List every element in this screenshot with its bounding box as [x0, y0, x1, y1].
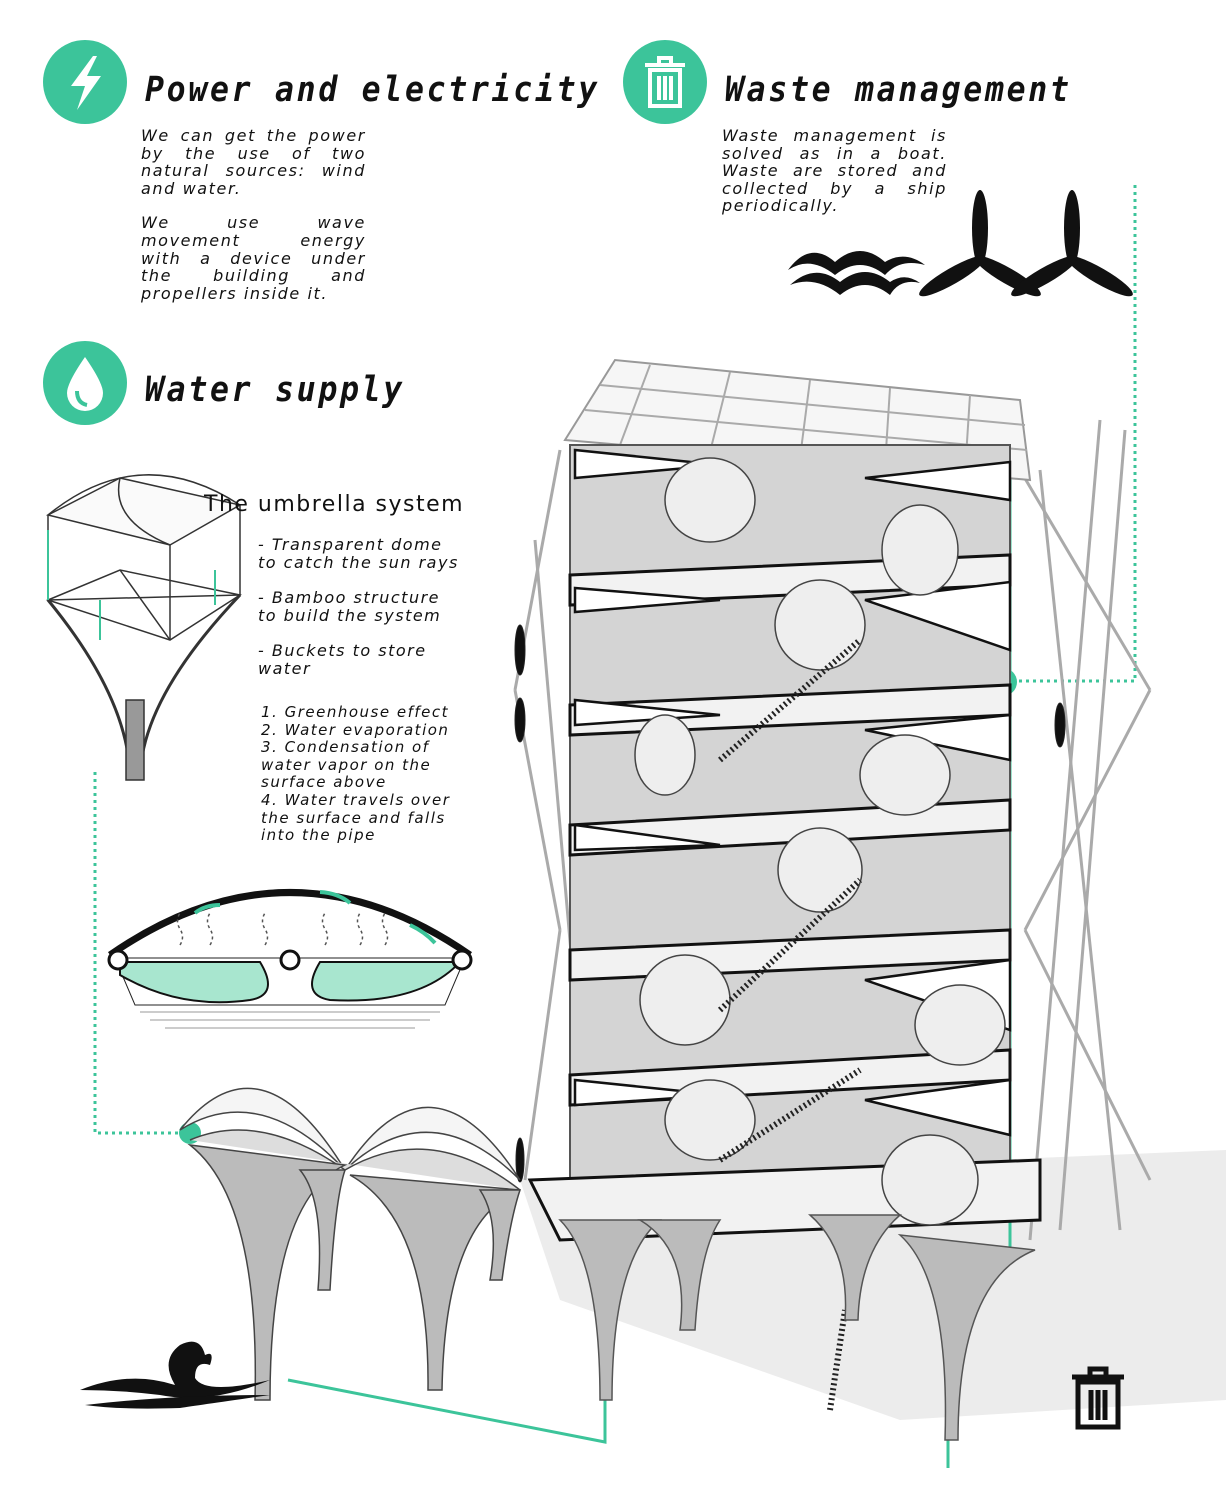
water-title: Water supply — [145, 370, 405, 410]
feature-line: - Bamboo structure — [258, 588, 441, 608]
trash-bin-icon — [1072, 1366, 1124, 1430]
text-line: propellers inside it. — [141, 283, 329, 303]
text-line: periodically. — [722, 196, 840, 216]
step-line: 1. Greenhouse effect — [261, 703, 449, 721]
trash-can-icon — [623, 40, 707, 124]
waste-title: Waste management — [725, 70, 1072, 110]
water-drop-icon — [43, 341, 127, 425]
umbrella-row — [179, 1087, 522, 1401]
umbrella-features: - Transparent dome to catch the sun rays… — [258, 536, 459, 678]
step-line: the surface and falls — [261, 808, 446, 827]
water-dotted-line — [93, 772, 190, 1135]
process-steps: 1. Greenhouse effect 2. Water evaporatio… — [261, 703, 451, 845]
step-line: 2. Water evaporation — [261, 720, 450, 739]
step-line: into the pipe — [261, 826, 376, 845]
wave-energy-icon — [80, 1341, 270, 1409]
propeller-icon — [1011, 190, 1133, 297]
step-line: surface above — [261, 773, 387, 792]
step-line: 3. Condensation of — [261, 738, 430, 757]
step-line: 4. Water travels over — [261, 790, 451, 809]
lightning-bolt-icon — [43, 40, 127, 124]
feature-line: to build the system — [258, 605, 442, 625]
sphere-pods — [634, 457, 1006, 1226]
waves-icon — [788, 251, 925, 295]
tower-building — [513, 358, 1152, 1441]
condensation-section — [107, 889, 473, 1029]
feature-line: - Transparent dome — [258, 535, 443, 554]
feature-line: to catch the sun rays — [258, 552, 459, 572]
feature-line: - Buckets to store — [258, 641, 427, 661]
text-line: and water. — [141, 178, 242, 198]
power-title: Power and electricity — [145, 70, 600, 110]
umbrella-system-subtitle: The umbrella system — [204, 492, 465, 517]
feature-line: water — [258, 658, 312, 678]
waste-dotted-line — [1003, 185, 1137, 683]
step-line: water vapor on the — [261, 755, 432, 774]
umbrella-detail — [45, 474, 243, 781]
